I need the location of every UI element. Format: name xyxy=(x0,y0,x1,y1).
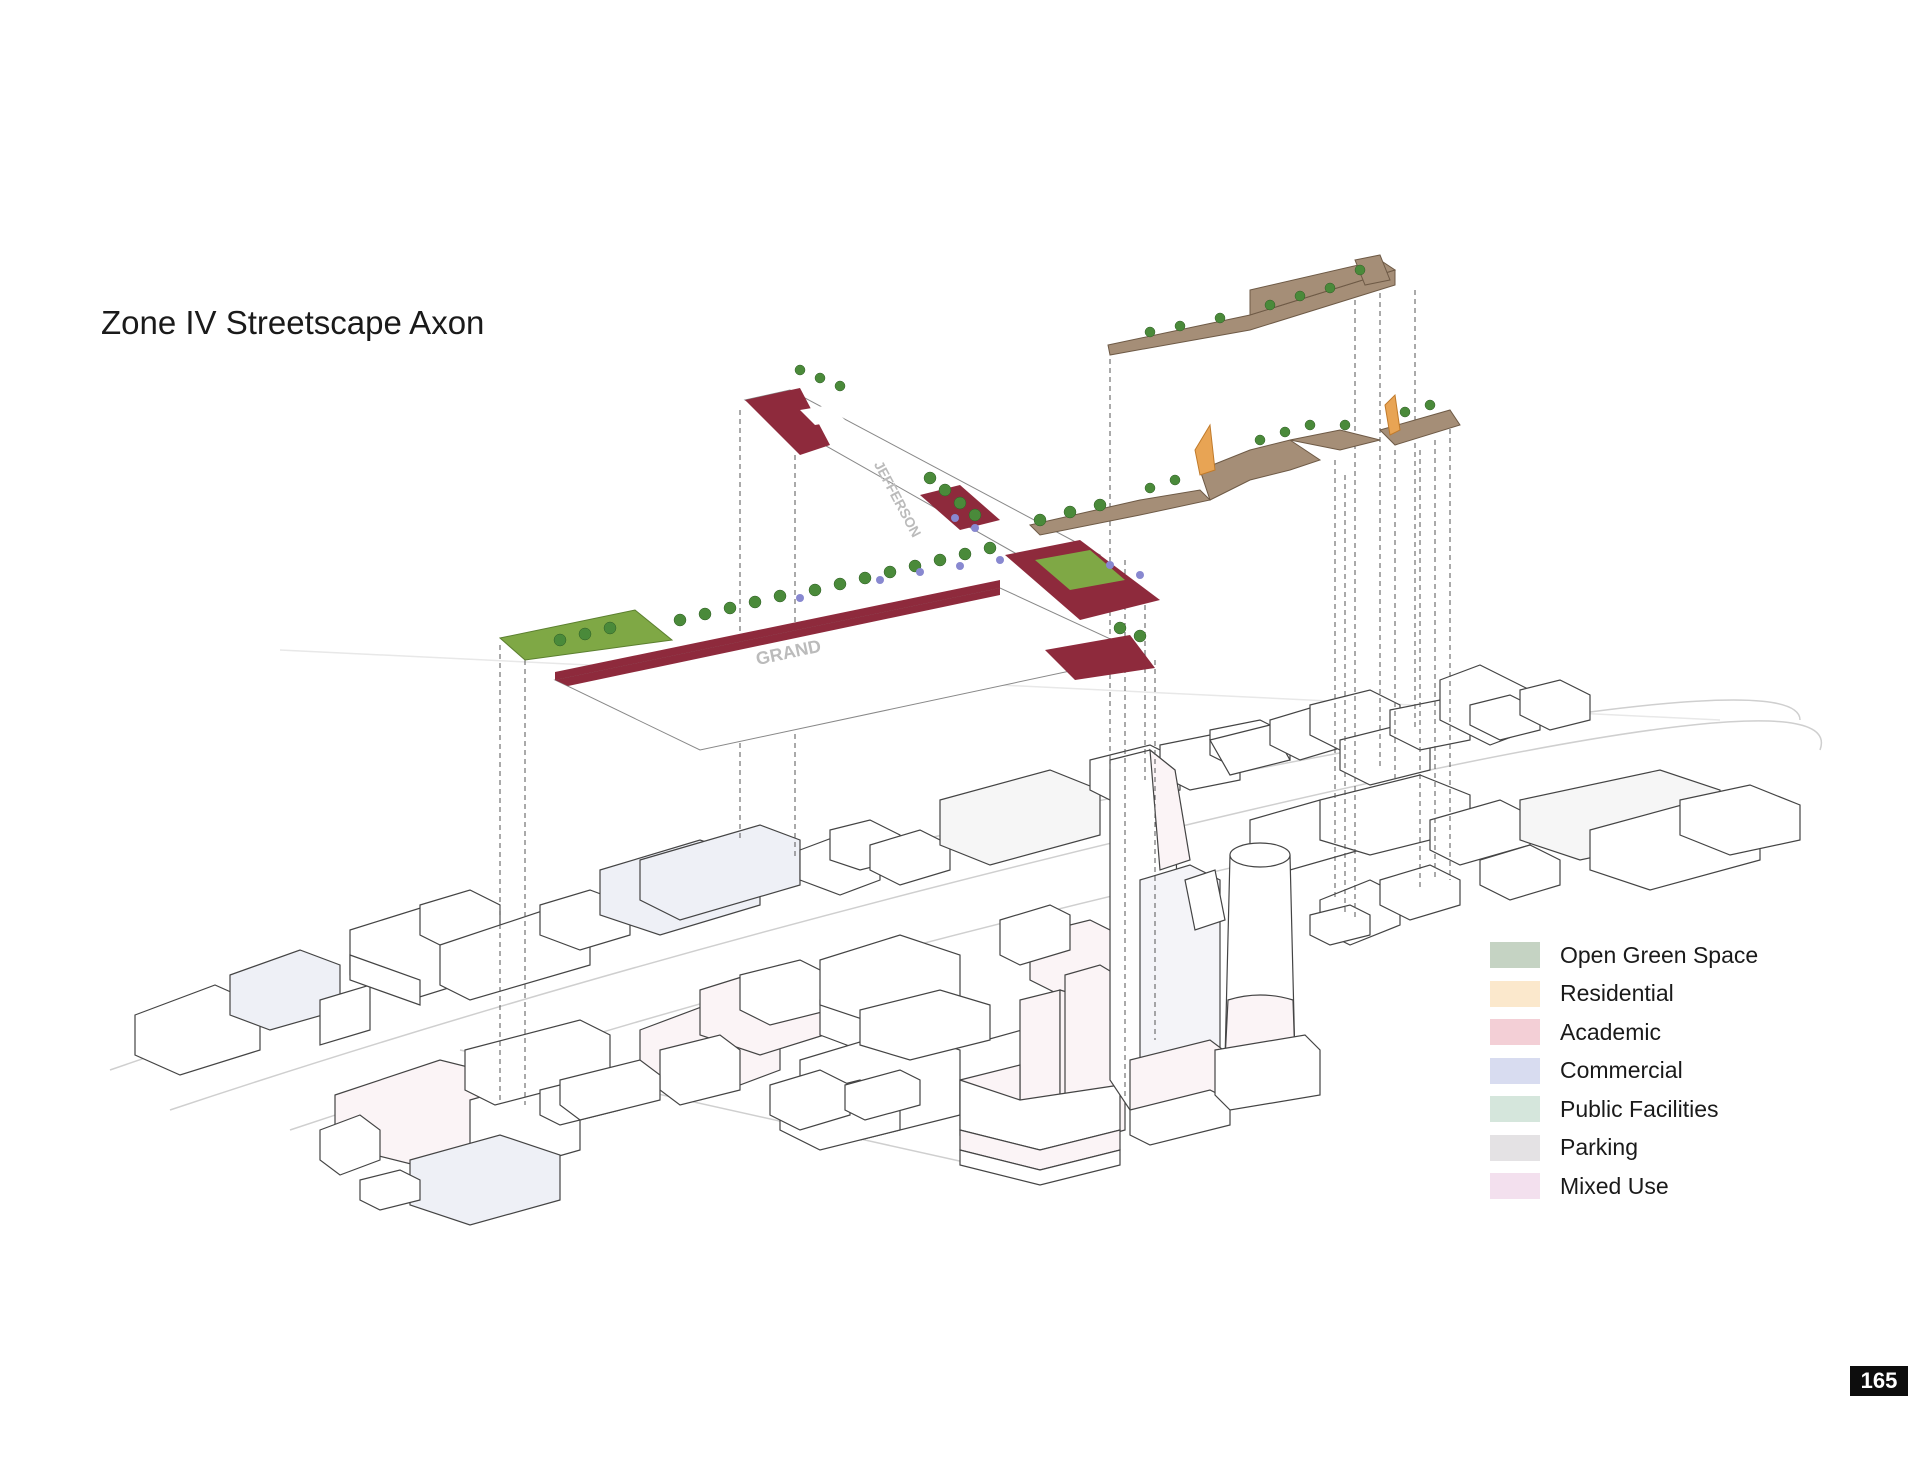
land-use-legend: Open Green Space Residential Academic Co… xyxy=(1490,936,1758,1206)
legend-label: Commercial xyxy=(1560,1057,1683,1084)
intersection-plaza-south xyxy=(1045,635,1155,680)
academic-cluster xyxy=(639,904,1131,1186)
legend-item-academic: Academic xyxy=(1490,1013,1758,1052)
legend-label: Public Facilities xyxy=(1560,1095,1719,1122)
building-block xyxy=(1519,679,1591,731)
legend-swatch xyxy=(1490,1019,1540,1046)
tall-towers xyxy=(1109,748,1321,1146)
legend-item-residential: Residential xyxy=(1490,975,1758,1014)
building-block xyxy=(359,1169,421,1211)
plaza-edge xyxy=(555,580,1000,680)
path-segment xyxy=(1289,429,1381,451)
commercial-block xyxy=(639,824,801,921)
building-block xyxy=(769,1069,851,1131)
path-segment xyxy=(1029,489,1212,536)
legend-swatch xyxy=(1490,1134,1540,1161)
tower xyxy=(1149,748,1191,871)
legend-swatch xyxy=(1490,942,1540,969)
building-block xyxy=(349,954,421,1006)
building-block xyxy=(319,1114,381,1176)
building-block xyxy=(844,1069,921,1121)
path-segment xyxy=(1379,409,1461,446)
building-block xyxy=(1184,869,1226,931)
legend-label: Open Green Space xyxy=(1560,941,1759,968)
streetscape-plan xyxy=(498,388,1160,751)
building-block xyxy=(1679,784,1801,856)
legend-swatch xyxy=(1490,1096,1540,1123)
cylinder-top xyxy=(1229,842,1291,868)
path-segment xyxy=(1354,254,1391,286)
residential-marker xyxy=(1384,393,1401,436)
page-number: 165 xyxy=(1850,1366,1908,1396)
front-blocks xyxy=(319,1019,921,1226)
legend-item-parking: Parking xyxy=(1490,1129,1758,1168)
building-block xyxy=(319,984,371,1046)
building-block xyxy=(939,769,1101,866)
plaza-inner xyxy=(800,405,845,425)
legend-swatch xyxy=(1490,980,1540,1007)
building-block xyxy=(1379,864,1461,921)
path-segment xyxy=(1199,439,1322,501)
podium xyxy=(1129,1089,1231,1146)
page-title: Zone IV Streetscape Axon xyxy=(101,304,485,341)
legend-item-commercial: Commercial xyxy=(1490,1052,1758,1091)
building-block xyxy=(999,904,1071,966)
intersection-green xyxy=(1035,550,1125,590)
legend-swatch xyxy=(1490,1057,1540,1084)
legend-swatch xyxy=(1490,1173,1540,1200)
legend-item-public-facilities: Public Facilities xyxy=(1490,1090,1758,1129)
building-block xyxy=(859,989,991,1061)
residential-marker xyxy=(1194,423,1216,476)
legend-label: Mixed Use xyxy=(1560,1172,1669,1199)
building-block xyxy=(134,984,261,1076)
podium xyxy=(959,1149,1121,1186)
plaza-edge xyxy=(555,588,1000,686)
plaza-north xyxy=(745,388,830,455)
trees xyxy=(553,264,1436,647)
projection-lines xyxy=(499,275,1451,1105)
building-block xyxy=(409,1134,561,1226)
legend-label: Parking xyxy=(1560,1134,1638,1161)
commercial-seating xyxy=(796,514,1144,602)
building-block xyxy=(559,1059,661,1121)
building-block xyxy=(1479,844,1561,901)
upper-path xyxy=(1029,254,1461,536)
legend-label: Residential xyxy=(1560,980,1674,1007)
building-block xyxy=(869,829,951,886)
legend-label: Academic xyxy=(1560,1018,1661,1045)
legend-item-open-green-space: Open Green Space xyxy=(1490,936,1758,975)
legend-item-mixed-use: Mixed Use xyxy=(1490,1167,1758,1206)
podium xyxy=(1214,1034,1321,1111)
